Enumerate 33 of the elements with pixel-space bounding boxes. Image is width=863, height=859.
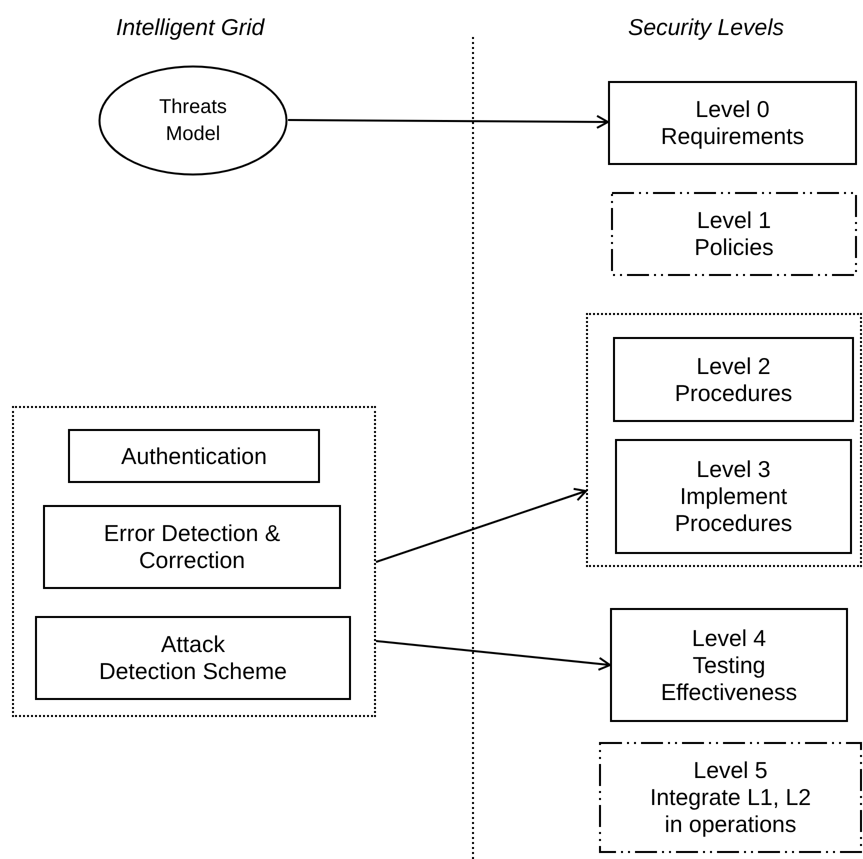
node-text: Authentication: [121, 442, 267, 470]
level-box: [68, 429, 320, 483]
level-box: [43, 505, 341, 589]
dash-dot-box: [599, 742, 862, 853]
column-heading: Intelligent Grid: [116, 13, 264, 42]
dotted-group-box: [12, 406, 376, 717]
node-text: Integrate L1, L2 in operations: [648, 784, 812, 838]
level-box: [613, 337, 854, 422]
arrow: [376, 640, 611, 671]
dotted-group-box: [586, 313, 862, 567]
dash-dot-box: [611, 192, 857, 276]
node-text: Requirements: [660, 123, 804, 150]
node-text: Level 1: [696, 207, 772, 234]
arrow: [288, 114, 609, 129]
node-text: Procedures: [674, 380, 792, 406]
node-text: Level 2: [696, 352, 771, 380]
node-text: Testing Effectiveness: [660, 652, 798, 706]
node-text: Attack: [161, 631, 225, 658]
node-text: Level 0: [695, 96, 770, 123]
node-text: Threats Model: [158, 94, 228, 146]
level-box: [608, 81, 857, 165]
level-box: [35, 616, 351, 700]
level-box: [610, 608, 848, 722]
node-text: Error Detection & Correction: [102, 520, 282, 574]
arrow: [376, 488, 587, 563]
level-box: [615, 439, 852, 554]
node-text: Level 4: [692, 624, 766, 652]
node-text: Detection Scheme: [99, 658, 287, 685]
node-text: Level 5: [693, 757, 768, 784]
node-text: Level 3: [696, 456, 771, 483]
node-text: Policies: [694, 234, 774, 261]
node-text: Implement Procedures: [674, 483, 794, 537]
column-heading: Security Levels: [628, 13, 784, 42]
